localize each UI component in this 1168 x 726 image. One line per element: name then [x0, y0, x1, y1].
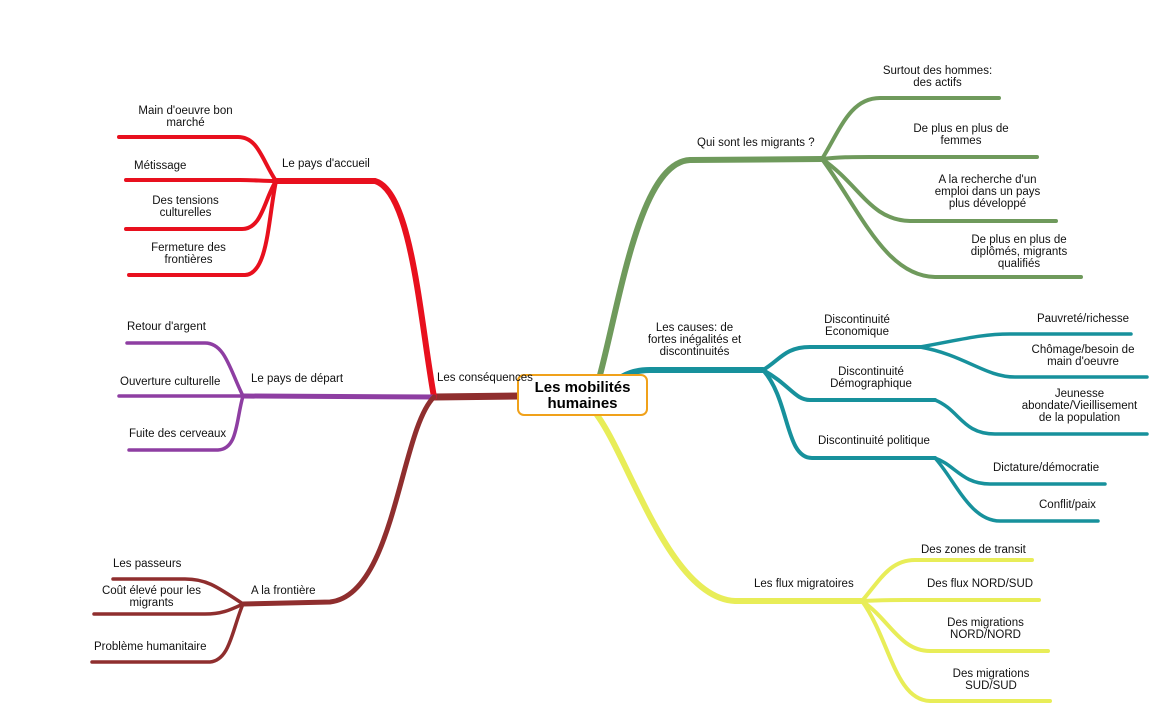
link-economique-2 [918, 345, 1149, 379]
leaf-migrations-sud-sud[interactable]: Des migrations SUD/SUD [952, 668, 1030, 692]
link-accueil-3 [124, 179, 278, 231]
link-depart-3 [127, 394, 245, 452]
branch-frontiere [240, 394, 437, 607]
link-causes-economique [761, 345, 922, 372]
leaf-cout-eleve[interactable]: Coût élevé pour les migrants [101, 585, 202, 609]
link-flux-2 [860, 598, 1041, 603]
topic-qui-migrants[interactable]: Qui sont les migrants ? [697, 137, 815, 149]
link-politique-2 [933, 456, 1100, 523]
branch-flux [594, 412, 865, 604]
branch-depart [240, 393, 437, 400]
leaf-femmes[interactable]: De plus en plus de femmes [913, 123, 1009, 147]
leaf-fermeture-frontieres[interactable]: Fermeture des frontières [151, 242, 226, 266]
central-topic[interactable]: Les mobilités humaines [517, 374, 648, 416]
leaf-main-oeuvre[interactable]: Main d'oeuvre bon marché [138, 105, 233, 129]
link-accueil-4 [127, 179, 278, 277]
leaf-dictature-democratie[interactable]: Dictature/démocratie [993, 462, 1100, 474]
leaf-fuite-cerveaux[interactable]: Fuite des cerveaux [129, 428, 227, 440]
link-causes-demographique [761, 368, 937, 402]
link-causes-politique [761, 368, 937, 460]
link-flux-3 [860, 599, 1050, 653]
link-migrants-4 [820, 157, 1083, 279]
link-flux-4 [860, 599, 1052, 703]
link-frontiere-3 [90, 602, 245, 664]
leaf-probleme-humanitaire[interactable]: Problème humanitaire [94, 641, 207, 653]
topic-discontinuite-demographique[interactable]: Discontinuité Démographique [830, 366, 912, 390]
link-migrants-3 [820, 157, 1058, 223]
link-frontiere-2 [92, 602, 245, 616]
link-politique-1 [933, 456, 1107, 486]
link-migrants-2 [820, 155, 1039, 161]
leaf-diplomes[interactable]: De plus en plus de diplômés, migrants qu… [970, 234, 1068, 270]
leaf-jeunesse[interactable]: Jeunesse abondate/Vieillisement de la po… [1021, 388, 1138, 424]
branch-consequences [430, 392, 524, 401]
leaf-conflit-paix[interactable]: Conflit/paix [1039, 499, 1096, 511]
topic-flux-migratoires[interactable]: Les flux migratoires [754, 578, 854, 590]
link-depart-1 [125, 341, 245, 398]
leaf-ouverture-culturelle[interactable]: Ouverture culturelle [120, 376, 221, 388]
link-demographique-1 [933, 398, 1149, 436]
topic-discontinuite-politique[interactable]: Discontinuité politique [818, 435, 930, 447]
branch-accueil [273, 178, 437, 400]
leaf-zones-transit[interactable]: Des zones de transit [921, 544, 1026, 556]
leaf-retour-argent[interactable]: Retour d'argent [127, 321, 206, 333]
topic-pays-depart[interactable]: Le pays de départ [251, 373, 344, 385]
leaf-hommes-actifs[interactable]: Surtout des hommes: des actifs [882, 65, 993, 89]
link-frontiere-1 [111, 577, 245, 606]
leaf-metissage[interactable]: Métissage [134, 160, 187, 172]
topic-discontinuite-economique[interactable]: Discontinuité Economique [824, 314, 890, 338]
leaf-tensions-culturelles[interactable]: Des tensions culturelles [152, 195, 219, 219]
topic-consequences[interactable]: Les conséquences [437, 372, 533, 384]
link-accueil-2 [124, 178, 278, 183]
leaf-pauvrete-richesse[interactable]: Pauvreté/richesse [1036, 313, 1130, 325]
link-economique-1 [918, 332, 1133, 349]
leaf-passeurs[interactable]: Les passeurs [113, 558, 182, 570]
link-migrants-1 [820, 96, 1001, 161]
link-accueil-1 [117, 135, 278, 183]
leaf-chomage[interactable]: Chômage/besoin de main d'oeuvre [1031, 344, 1135, 368]
leaf-migrations-nord-nord[interactable]: Des migrations NORD/NORD [947, 617, 1024, 641]
topic-pays-accueil[interactable]: Le pays d'accueil [282, 158, 370, 170]
link-flux-1 [860, 558, 1034, 603]
leaf-flux-nord-sud[interactable]: Des flux NORD/SUD [927, 578, 1034, 590]
leaf-recherche-emploi[interactable]: A la recherche d'un emploi dans un pays … [934, 174, 1041, 210]
topic-causes[interactable]: Les causes: de fortes inégalités et disc… [647, 322, 742, 358]
branch-migrants [597, 156, 825, 378]
topic-frontiere[interactable]: A la frontière [251, 585, 316, 597]
